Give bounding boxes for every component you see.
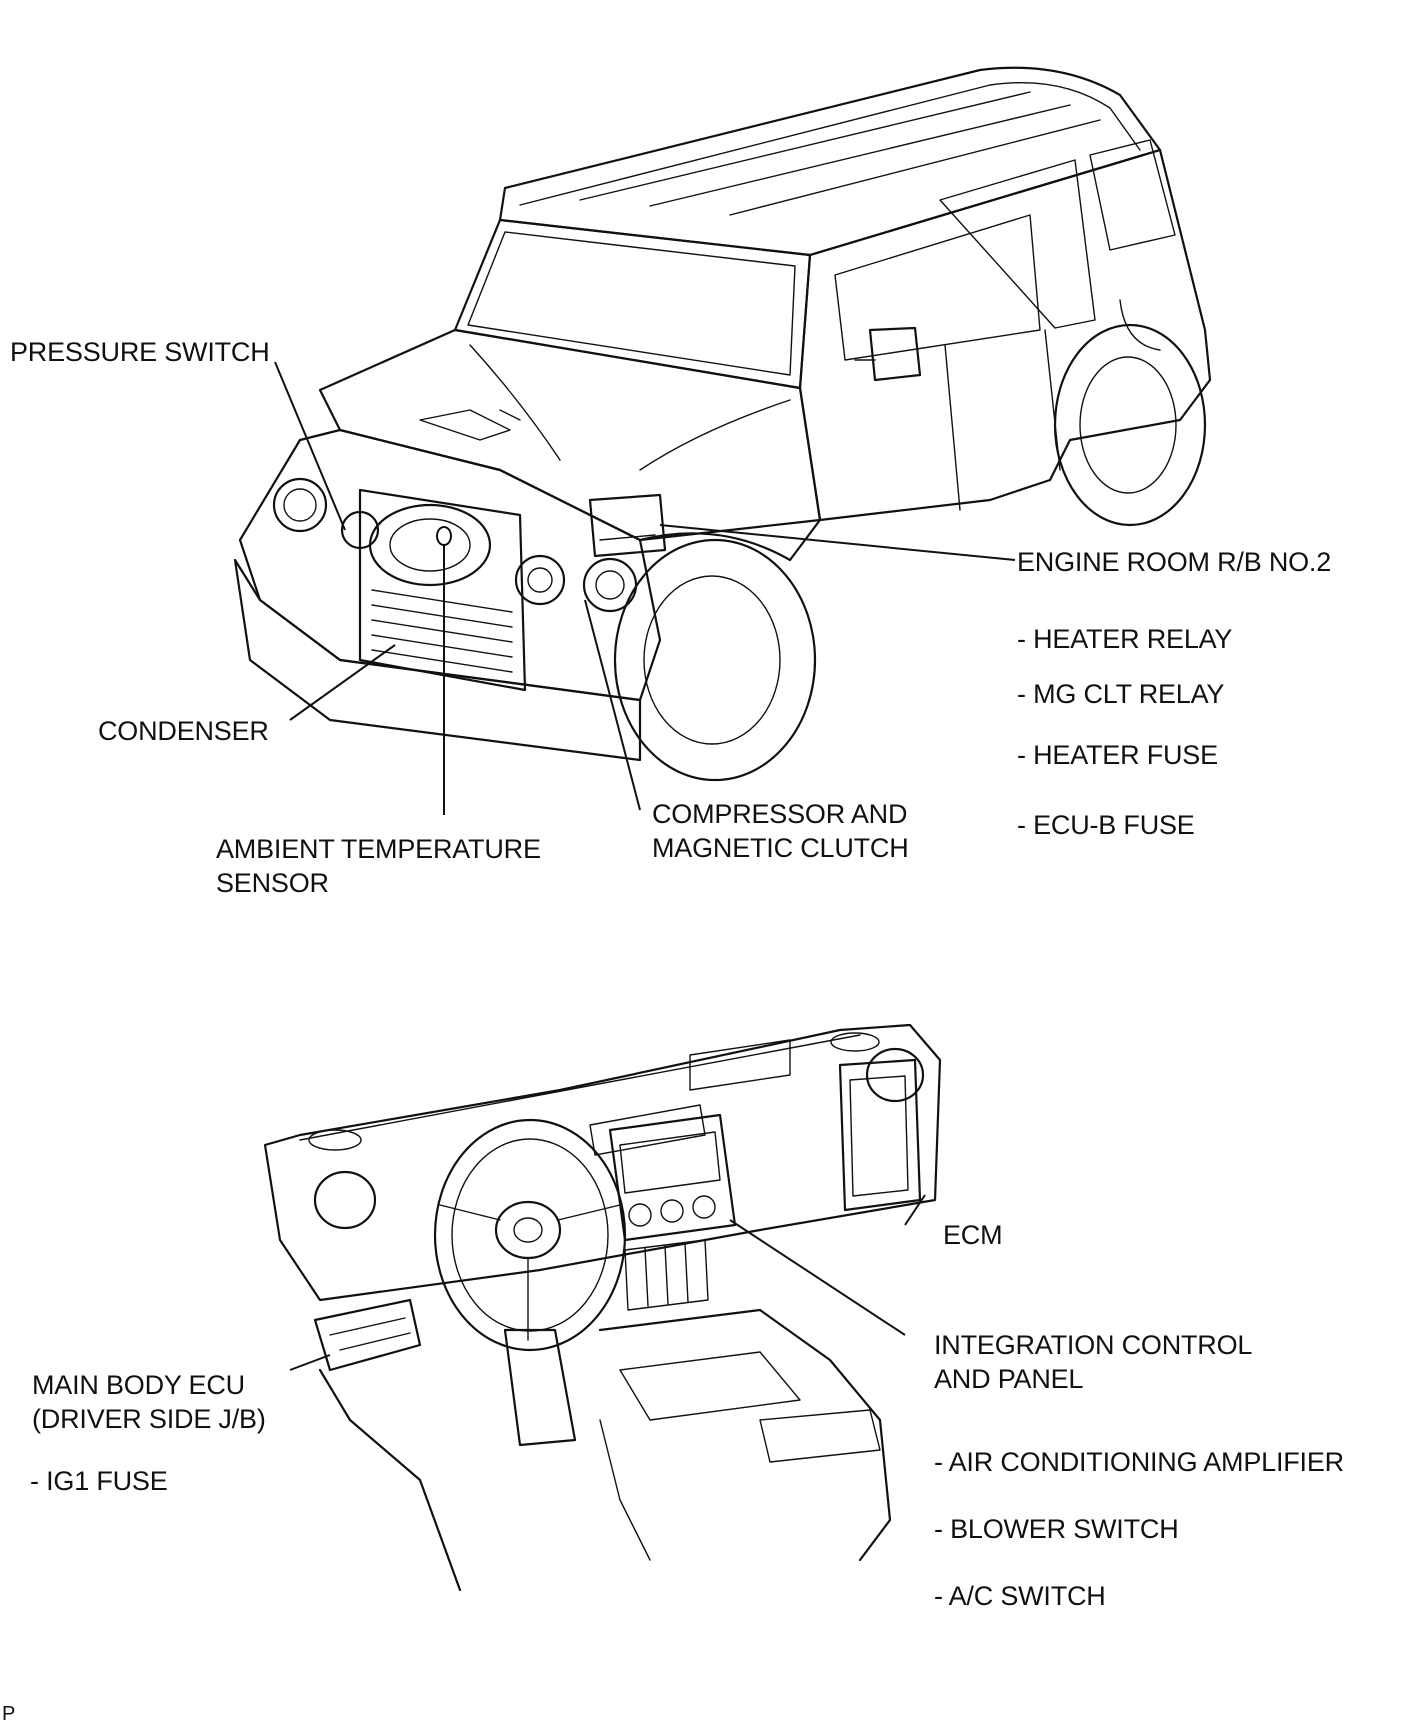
label-engine-room-rb: ENGINE ROOM R/B NO.2 bbox=[1017, 547, 1332, 577]
label-compressor-magnetic-clutch: COMPRESSOR AND MAGNETIC CLUTCH bbox=[652, 799, 909, 863]
label-main-body-ecu: MAIN BODY ECU (DRIVER SIDE J/B) bbox=[32, 1370, 266, 1434]
label-ig1-fuse: - IG1 FUSE bbox=[30, 1466, 168, 1496]
label-blower-switch: - BLOWER SWITCH bbox=[934, 1514, 1179, 1544]
label-ecm: ECM bbox=[943, 1220, 1003, 1250]
corner-mark: P bbox=[2, 1703, 16, 1725]
vehicle-illustration bbox=[233, 66, 1212, 782]
label-ac-switch: - A/C SWITCH bbox=[934, 1581, 1106, 1611]
label-integration-control-panel: INTEGRATION CONTROL AND PANEL bbox=[934, 1330, 1253, 1394]
label-condenser: CONDENSER bbox=[98, 716, 269, 746]
label-mg-clt-relay: - MG CLT RELAY bbox=[1017, 679, 1225, 709]
dashboard-leader-lines bbox=[289, 1194, 926, 1371]
label-pressure-switch: PRESSURE SWITCH bbox=[10, 337, 270, 367]
label-heater-fuse: - HEATER FUSE bbox=[1017, 740, 1218, 770]
label-ambient-temperature-sensor: AMBIENT TEMPERATURE SENSOR bbox=[216, 834, 541, 898]
vehicle-leader-lines bbox=[274, 361, 1016, 815]
label-ac-amplifier: - AIR CONDITIONING AMPLIFIER bbox=[934, 1447, 1344, 1477]
label-ecu-b-fuse: - ECU-B FUSE bbox=[1017, 810, 1195, 840]
dashboard-illustration bbox=[263, 1023, 942, 1592]
label-heater-relay: - HEATER RELAY bbox=[1017, 624, 1233, 654]
